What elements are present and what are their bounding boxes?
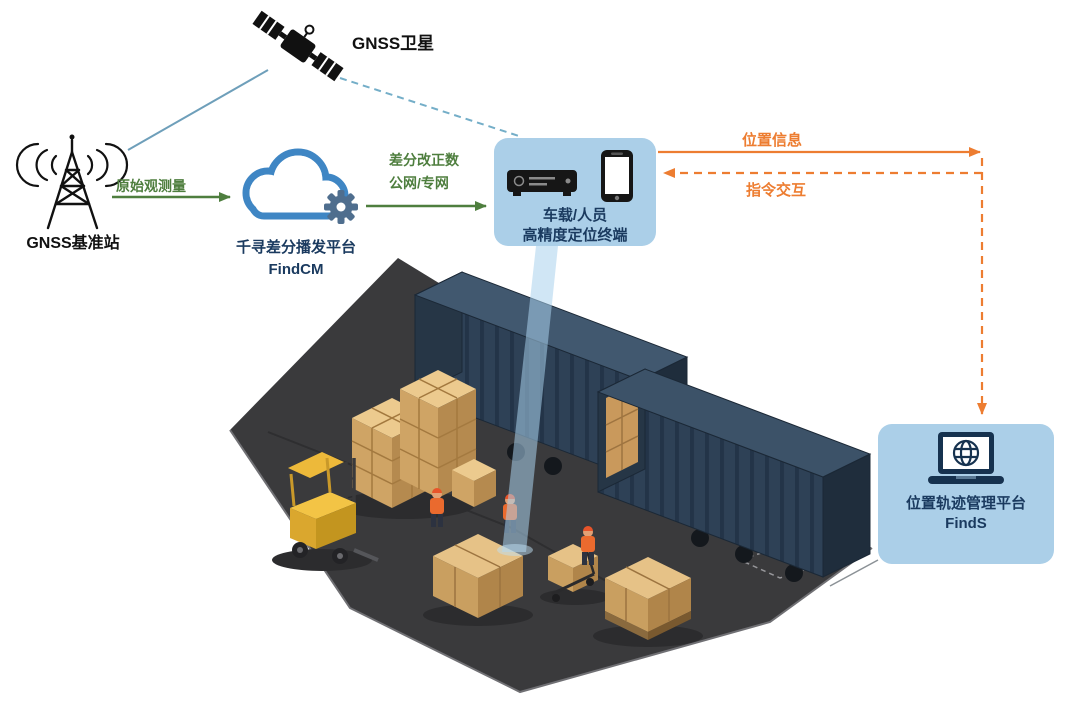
finds-product: FindS: [945, 515, 987, 532]
position-info-label: 位置信息: [742, 132, 803, 149]
telematics-device-icon: [507, 170, 577, 196]
cloud-platform-product: FindCM: [268, 261, 324, 278]
cloud-gear-icon: [242, 148, 358, 224]
command-interaction-label: 指令交互: [746, 182, 807, 199]
satellite-label: GNSS卫星: [352, 34, 435, 53]
radio-tower-icon: [15, 134, 129, 230]
satellite-to-terminal-line: [339, 77, 523, 138]
terminal-icons: [507, 150, 633, 202]
terminal-line2: 高精度定位终端: [522, 227, 628, 244]
terminal-line1: 车载/人员: [542, 207, 608, 224]
finds-name: 位置轨迹管理平台: [905, 495, 1026, 512]
finds-label: 位置轨迹管理平台 FindS: [906, 494, 1026, 534]
signal-waves-icon: [15, 142, 129, 188]
satellite-to-station-line: [127, 69, 269, 151]
base-station-label: GNSS基准站: [26, 235, 120, 252]
worker-3: [581, 526, 595, 565]
pallet: [605, 611, 648, 640]
single-box: [452, 459, 496, 507]
finds-card: 位置轨迹管理平台 FindS: [878, 424, 1054, 564]
raw-observation-label: 原始观测量: [116, 178, 186, 194]
beam-glow: [497, 544, 533, 556]
ground-edge: [229, 429, 873, 694]
finds-callout-line: [829, 559, 879, 587]
corrections-label: 差分改正数 公网/专网: [389, 149, 459, 195]
box-cluster-2: [605, 557, 691, 640]
cloud-platform-label: 千寻差分播发平台 FindCM: [214, 237, 378, 281]
forklift: [288, 452, 379, 564]
corrections-line2: 公网/专网: [389, 175, 449, 191]
container-2: [596, 368, 872, 582]
satellite-icon: [252, 10, 344, 82]
corrections-line1: 差分改正数: [389, 152, 459, 168]
terminal-label: 车载/人员 高精度定位终端: [522, 206, 627, 246]
warehouse-scene: [229, 246, 873, 694]
smartphone-icon: [601, 150, 633, 202]
gear-icon: [324, 190, 358, 224]
positioning-beam: [502, 246, 558, 552]
terminal-card: 车载/人员 高精度定位终端: [494, 138, 656, 246]
diagram-links: [112, 69, 987, 587]
laptop-globe-icon: [928, 432, 1004, 484]
cloud-platform-name: 千寻差分播发平台: [235, 239, 356, 256]
worker-1: [430, 488, 444, 527]
ground: [230, 258, 872, 692]
globe-icon: [952, 439, 980, 467]
box-cluster-1: [433, 534, 523, 618]
